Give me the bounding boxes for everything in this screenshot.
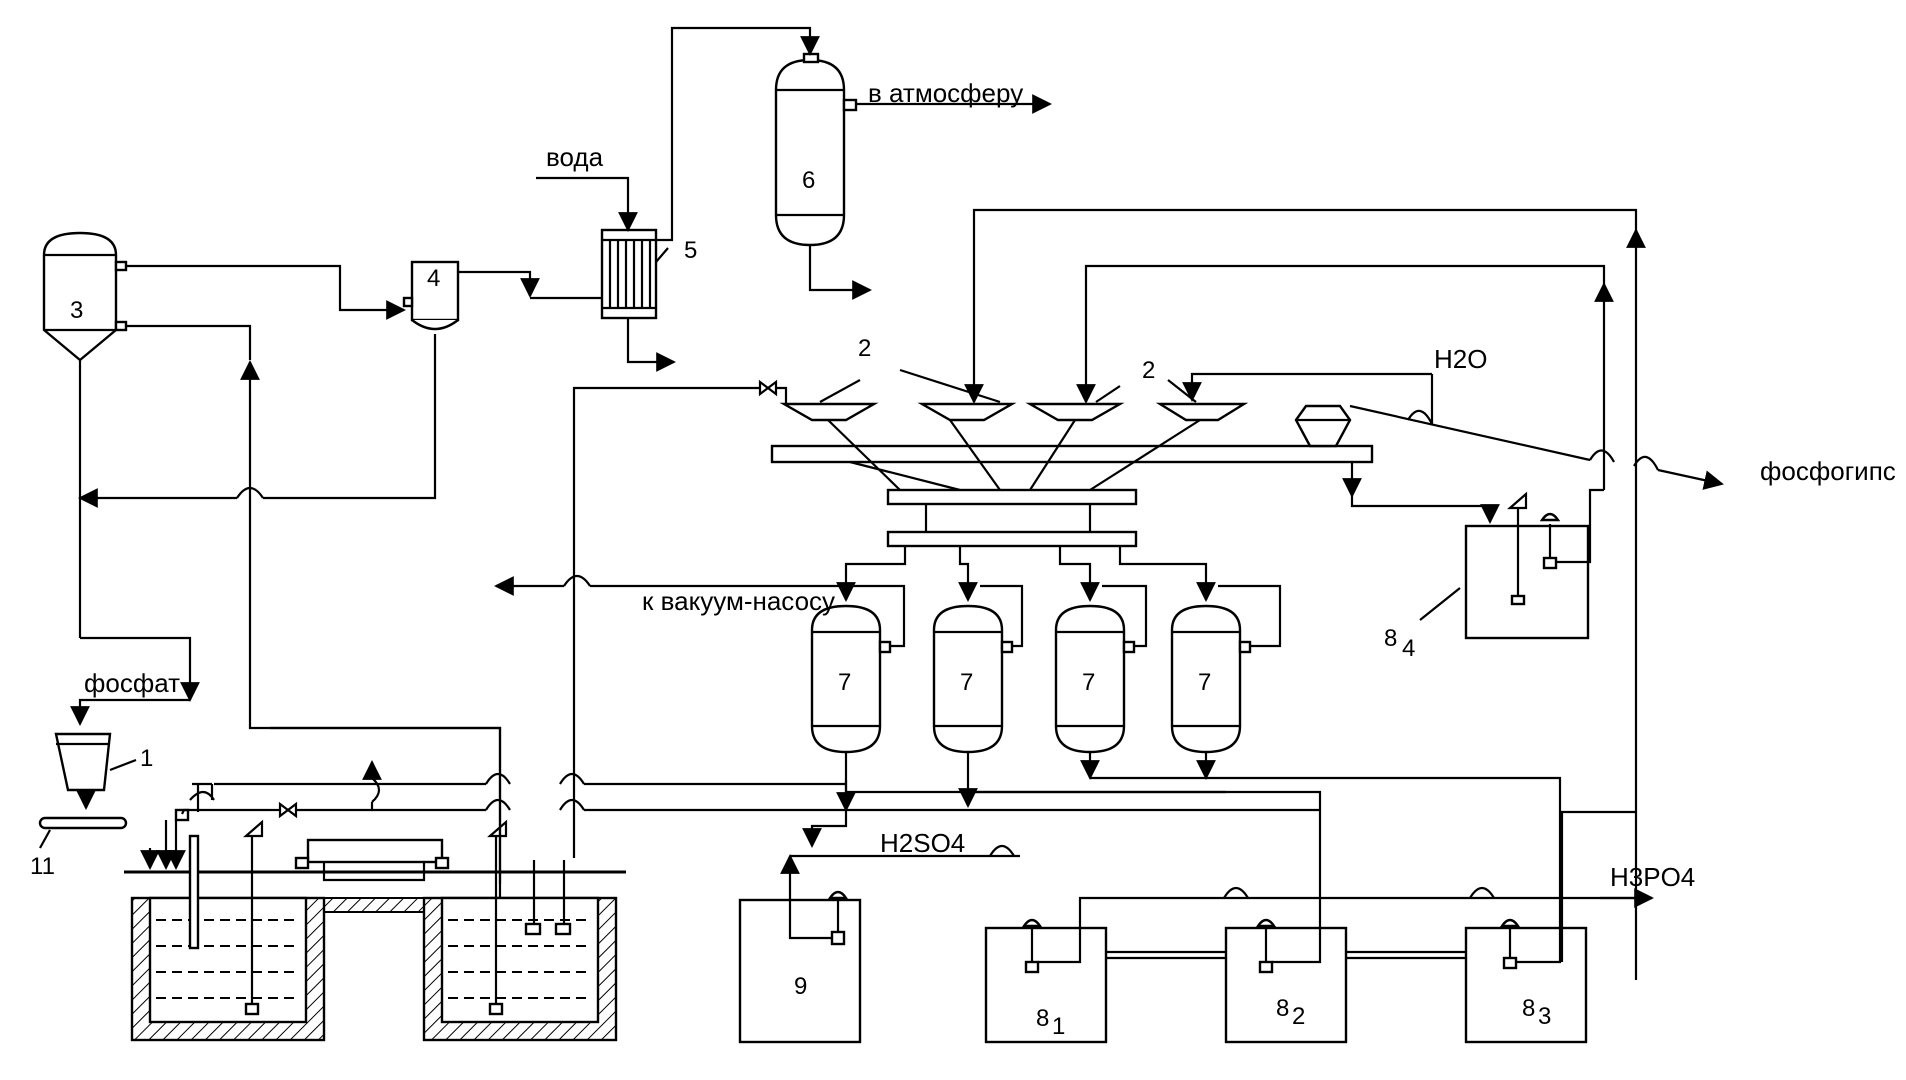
label-h2so4: H2SO4: [880, 828, 965, 858]
tank-8-4: 8 4: [1384, 488, 1604, 662]
label-phosphate: фосфат: [84, 668, 180, 698]
label-vacuum-pump: к вакуум-насосу: [642, 586, 835, 616]
filter-funnels-2: 2 2: [779, 335, 1249, 422]
label-7a: 7: [838, 669, 851, 696]
label-water: вода: [546, 142, 604, 172]
label-8-1: 8: [1036, 1005, 1049, 1032]
h3po4-crossover-b: [1469, 886, 1495, 899]
label-3: 3: [70, 297, 83, 324]
label-8-3: 8: [1522, 995, 1535, 1022]
label-8-2: 8: [1276, 995, 1289, 1022]
label-h3po4: H3PO4: [1610, 862, 1695, 892]
phosphate-feed: [70, 698, 190, 726]
label-7b: 7: [960, 669, 973, 696]
label-9: 9: [794, 973, 807, 1000]
tank-8-3-return: [1560, 810, 1636, 962]
heat-exchanger-5: 5: [600, 228, 697, 320]
label-phosphogypsum: фосфогипс: [1760, 456, 1896, 486]
receiver-7a: 7: [810, 604, 892, 754]
vessel-3: 3: [42, 231, 128, 362]
receiver-7b: 7: [932, 604, 1014, 754]
tank-8-2: 8 2: [1224, 918, 1348, 1044]
belt-filter: [770, 419, 1374, 548]
label-11: 11: [30, 853, 55, 880]
vacuum-lines: [494, 546, 1282, 648]
reactor-piping: [181, 379, 1320, 884]
label-1: 1: [140, 745, 153, 772]
scrubber-6: 6: [774, 52, 858, 247]
feeder-1: 1: [54, 732, 153, 810]
label-2b: 2: [1142, 357, 1155, 384]
label-atmosphere: в атмосферу: [868, 78, 1023, 108]
receiver-drains: [802, 752, 1562, 964]
label-8-3-sub: 3: [1538, 1003, 1551, 1030]
vessel-4: 4: [402, 260, 460, 331]
label-2a: 2: [858, 335, 871, 362]
label-8-2-sub: 2: [1292, 1003, 1305, 1030]
h3po4-crossover-a: [1223, 886, 1249, 899]
conveyor-11: 11: [30, 816, 128, 880]
reactor: [124, 808, 626, 1042]
label-6: 6: [802, 167, 815, 194]
wash-return-lines: [964, 208, 1646, 980]
gypsum-discharge: [1294, 404, 1724, 490]
receiver-7c: 7: [1054, 604, 1136, 754]
tank-overflow-links: [1106, 950, 1466, 960]
label-7c: 7: [1082, 669, 1095, 696]
h2so4-crossover: [989, 844, 1015, 857]
label-8-4: 8: [1384, 625, 1397, 652]
tank-9: 9: [738, 854, 862, 1044]
filtrate-to-8-4: [1350, 462, 1500, 524]
label-8-1-sub: 1: [1052, 1013, 1065, 1040]
label-8-4-sub: 4: [1402, 635, 1415, 662]
h3po4-line: [1038, 896, 1640, 964]
receiver-7d: 7: [1170, 604, 1252, 754]
label-4: 4: [427, 265, 440, 292]
label-h2o: H2O: [1434, 344, 1487, 374]
label-5: 5: [684, 237, 697, 264]
tank-8-1: 8 1: [984, 918, 1108, 1044]
label-7d: 7: [1198, 669, 1211, 696]
tank-8-3: 8 3: [1464, 918, 1588, 1044]
